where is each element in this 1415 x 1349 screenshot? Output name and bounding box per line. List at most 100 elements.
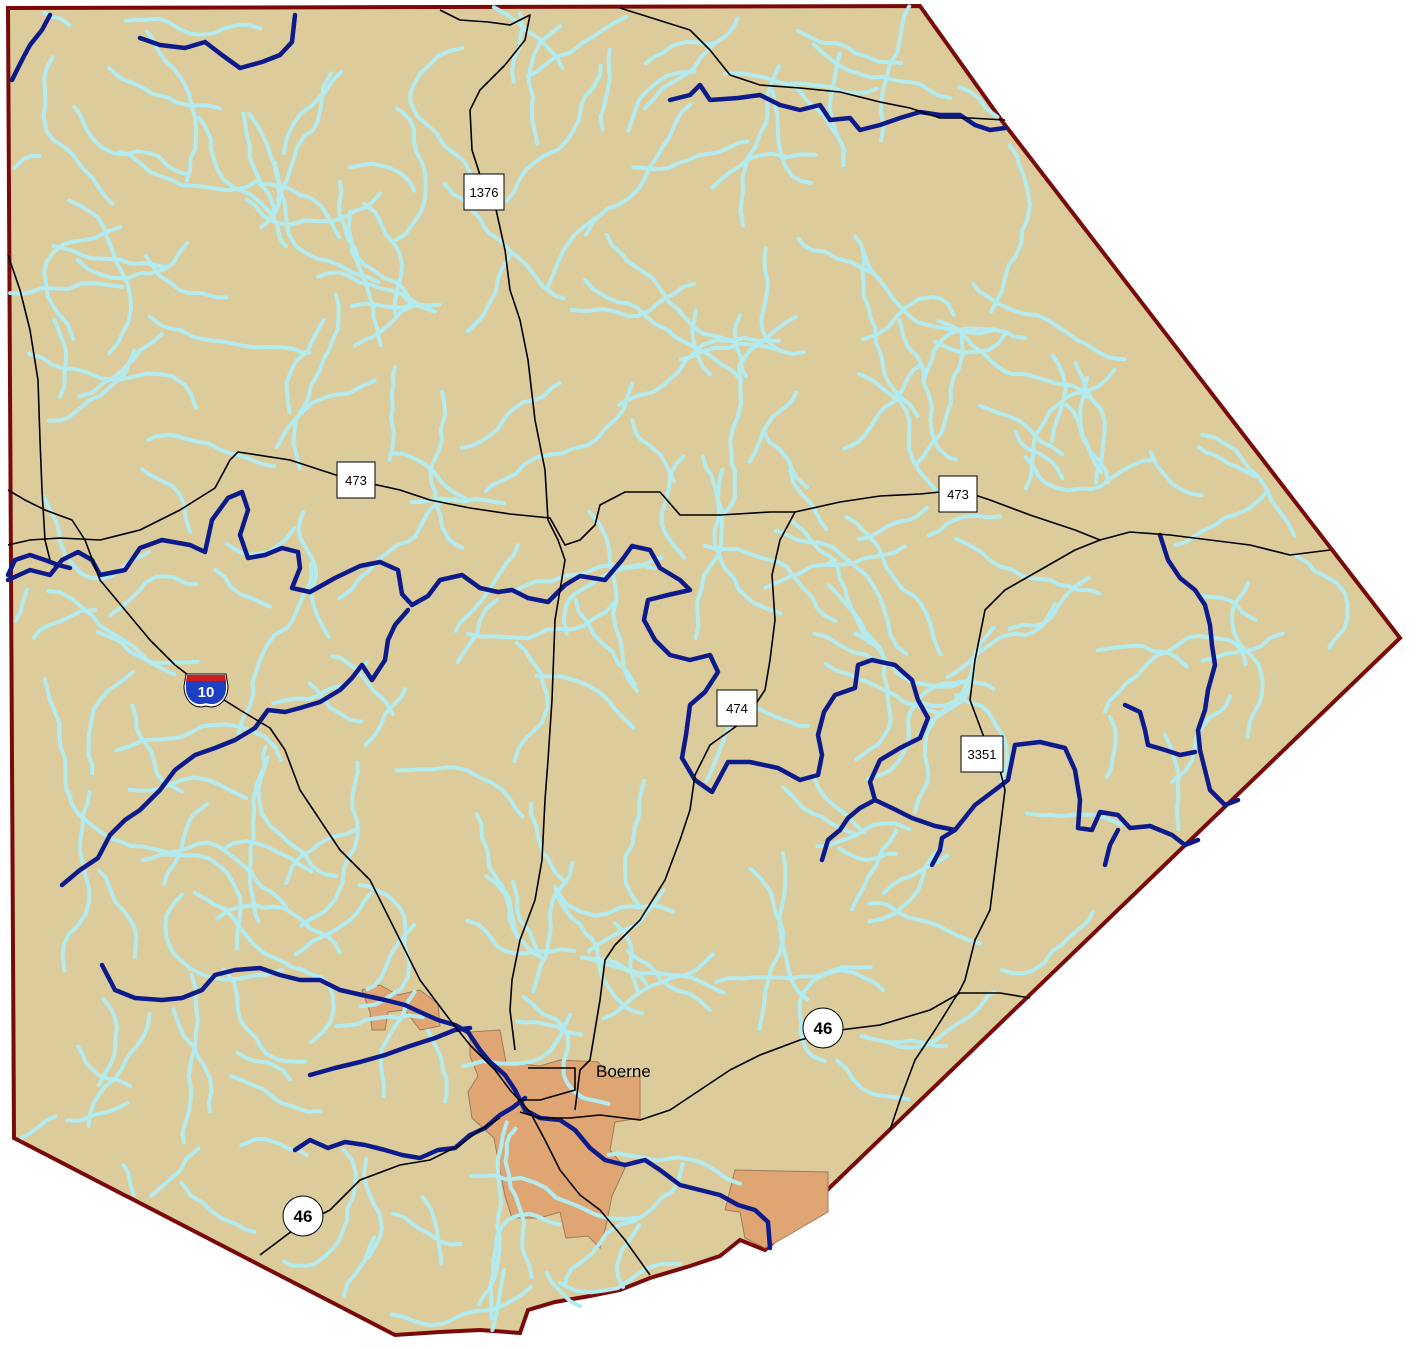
- stream: [1000, 909, 1095, 976]
- stream: [337, 496, 458, 601]
- stream: [357, 882, 412, 1009]
- stream: [121, 1163, 136, 1197]
- stream: [856, 505, 929, 542]
- stream: [1148, 450, 1204, 497]
- stream: [247, 111, 282, 230]
- stream: [484, 874, 541, 959]
- stream: [770, 89, 814, 185]
- stream: [915, 328, 965, 466]
- fm3351-road: [889, 539, 1101, 1131]
- stream: [617, 335, 781, 407]
- stream: [330, 654, 395, 716]
- stream: [630, 417, 676, 483]
- rm473-east-shield: 473: [938, 475, 978, 513]
- stream: [352, 303, 417, 348]
- stream: [294, 890, 374, 956]
- west-edge-river: [5, 552, 73, 578]
- stream: [867, 900, 983, 946]
- stream: [710, 151, 818, 190]
- stream: [284, 318, 326, 415]
- stream: [932, 332, 1007, 355]
- stream: [714, 964, 873, 984]
- stream: [887, 990, 996, 1050]
- stream: [732, 313, 748, 379]
- stream: [897, 318, 959, 462]
- stream: [913, 706, 949, 814]
- stream: [229, 1074, 323, 1114]
- stream: [393, 106, 428, 243]
- stream: [258, 182, 342, 240]
- stream: [788, 468, 829, 532]
- south-creek-a: [307, 1025, 473, 1078]
- stream: [971, 282, 1127, 362]
- rm473-west-shield: 473: [336, 461, 376, 499]
- stream: [459, 381, 562, 450]
- stream: [334, 1013, 425, 1029]
- stream: [837, 846, 898, 863]
- stream: [180, 972, 200, 1145]
- stream: [346, 209, 383, 348]
- stream: [179, 1180, 257, 1234]
- stream: [626, 949, 712, 1012]
- stream: [241, 111, 276, 219]
- stream: [835, 1058, 911, 1102]
- stream: [145, 29, 199, 183]
- stream: [866, 651, 977, 781]
- stream: [615, 1223, 641, 1289]
- river-network: [5, 12, 1241, 1251]
- stream: [601, 952, 715, 1021]
- stream: [626, 69, 697, 133]
- stream: [97, 868, 139, 959]
- stream: [954, 693, 1010, 786]
- stream: [622, 778, 646, 908]
- stream: [52, 318, 69, 399]
- stream: [762, 431, 810, 490]
- stream: [503, 1126, 534, 1279]
- stream: [483, 381, 635, 493]
- stream: [213, 567, 273, 609]
- stream: [989, 143, 1032, 314]
- east-tributary-river: [1122, 702, 1198, 758]
- stream: [867, 846, 945, 924]
- stream: [390, 1211, 463, 1247]
- stream: [554, 886, 644, 1016]
- road-network: [7, 7, 1331, 1276]
- stream: [977, 403, 1065, 457]
- stream: [1200, 432, 1297, 538]
- city-label-boerne: Boerne: [596, 1062, 651, 1081]
- svg-text:1376: 1376: [470, 185, 499, 200]
- stream: [561, 555, 664, 636]
- stream: [811, 42, 953, 101]
- svg-text:10: 10: [198, 684, 215, 701]
- nw-corner-river: [9, 12, 53, 83]
- stream: [387, 365, 398, 462]
- rm473-road: [7, 451, 1331, 556]
- stream: [296, 509, 331, 639]
- stream: [140, 467, 192, 534]
- stream: [453, 543, 520, 633]
- stream: [1173, 488, 1270, 547]
- stream: [606, 1151, 742, 1186]
- stream: [106, 66, 223, 111]
- stream: [1073, 360, 1107, 485]
- stream: [562, 1161, 685, 1288]
- stream: [389, 1285, 533, 1328]
- stream: [490, 1267, 507, 1332]
- stream: [42, 225, 123, 341]
- stream: [700, 454, 783, 616]
- stream: [315, 270, 437, 314]
- stream: [192, 890, 306, 973]
- interstate-10-shield: 10: [183, 673, 229, 708]
- stream: [820, 544, 907, 567]
- stream: [936, 319, 1090, 399]
- stream: [466, 600, 616, 641]
- stream: [738, 64, 781, 228]
- stream: [127, 775, 249, 801]
- stream: [67, 198, 133, 356]
- north-rm-road: [619, 7, 1006, 121]
- stream: [659, 454, 687, 560]
- stream: [75, 240, 190, 281]
- stream: [86, 1011, 152, 1129]
- fm1376-shield: 1376: [463, 173, 505, 211]
- stream: [455, 597, 499, 665]
